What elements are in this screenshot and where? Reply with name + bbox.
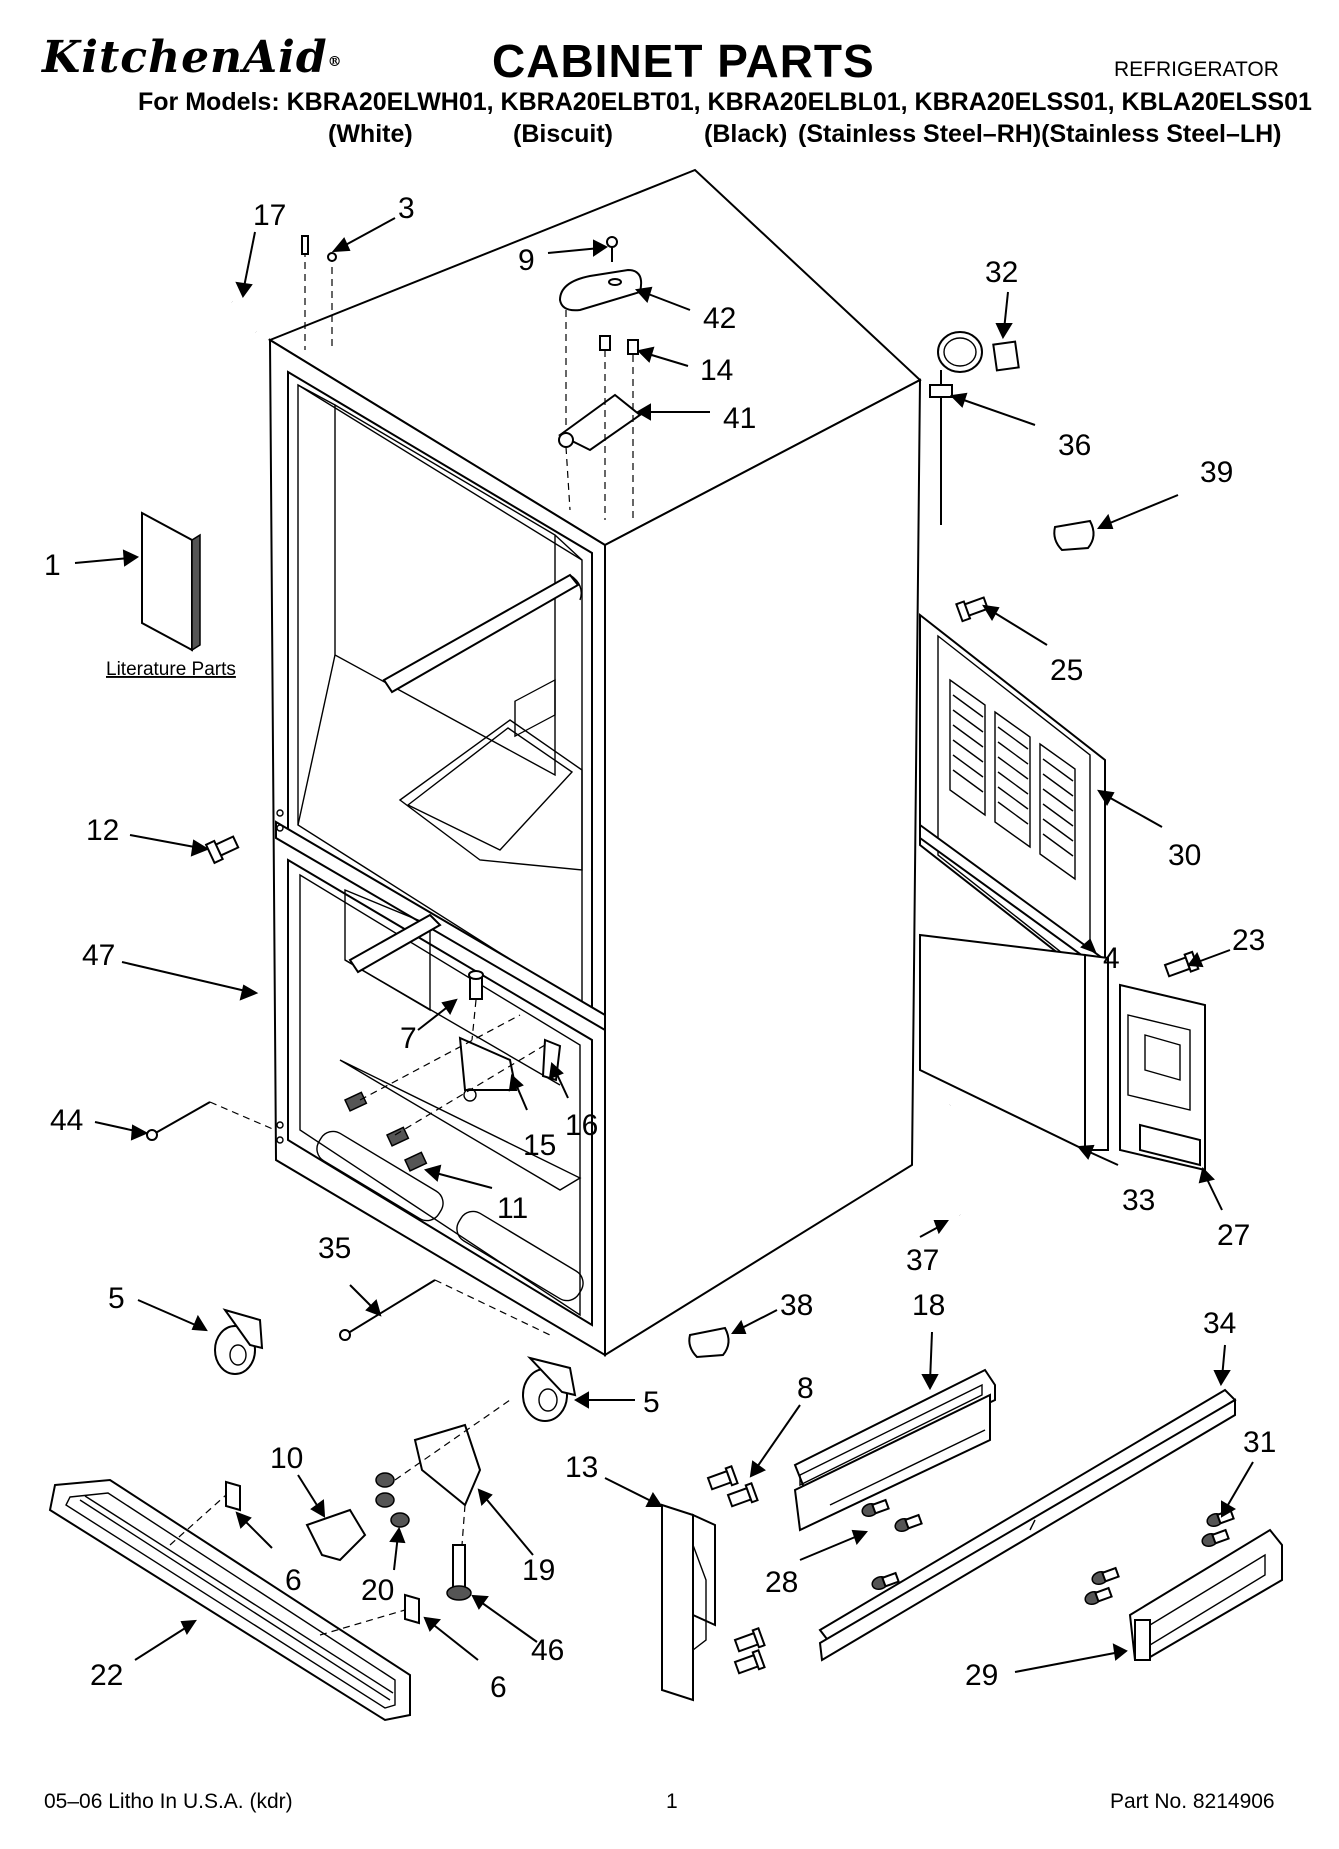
callout-14: 14 (700, 354, 733, 387)
callout-1: 1 (44, 549, 61, 582)
callout-36: 36 (1058, 429, 1091, 462)
litho-note: 05–06 Litho In U.S.A. (kdr) (44, 1790, 293, 1813)
finish-white: (White) (328, 120, 413, 148)
page-title: CABINET PARTS (492, 35, 875, 87)
callout-6: 6 (285, 1564, 302, 1597)
callout-39: 39 (1200, 456, 1233, 489)
callout-5-b: 5 (643, 1386, 660, 1419)
callout-44: 44 (50, 1104, 83, 1137)
callout-37: 37 (906, 1244, 939, 1277)
brand-logo: KitchenAid® (42, 32, 343, 83)
brand-name: KitchenAid (42, 32, 328, 83)
callout-33: 33 (1122, 1184, 1155, 1217)
callout-15: 15 (523, 1129, 556, 1162)
callout-27: 27 (1217, 1219, 1250, 1252)
callout-4: 4 (1103, 942, 1120, 975)
callout-41: 41 (723, 402, 756, 435)
callout-3: 3 (398, 192, 415, 225)
cabinet-body (267, 168, 922, 1357)
callout-16: 16 (565, 1109, 598, 1142)
literature-parts-label: Literature Parts (106, 659, 236, 680)
callout-29: 29 (965, 1659, 998, 1692)
callout-23: 23 (1232, 924, 1265, 957)
callout-31: 31 (1243, 1426, 1276, 1459)
callouts: 17 3 9 42 14 41 32 36 39 1 Literature Pa… (44, 192, 1276, 1704)
callout-13: 13 (565, 1451, 598, 1484)
models-line: For Models: KBRA20ELWH01, KBRA20ELBT01, … (138, 88, 1312, 116)
callout-22: 22 (90, 1659, 123, 1692)
finish-stainless: (Stainless Steel–RH)(Stainless Steel–LH) (798, 120, 1282, 148)
callout-17: 17 (253, 199, 286, 232)
callout-19: 19 (522, 1554, 555, 1587)
finish-biscuit: (Biscuit) (513, 120, 613, 148)
callout-9: 9 (518, 244, 535, 277)
brand-registered-mark: ® (327, 54, 343, 70)
callout-28: 28 (765, 1566, 798, 1599)
callout-8: 8 (797, 1372, 814, 1405)
part-number: Part No. 8214906 (1110, 1790, 1275, 1813)
callout-25: 25 (1050, 654, 1083, 687)
finish-black: (Black) (704, 120, 788, 148)
callout-20: 20 (361, 1574, 394, 1607)
callout-5: 5 (108, 1282, 125, 1315)
page-number: 1 (666, 1790, 678, 1813)
callout-46: 46 (531, 1634, 564, 1667)
callout-38: 38 (780, 1289, 813, 1322)
callout-30: 30 (1168, 839, 1201, 872)
callout-34: 34 (1203, 1307, 1236, 1340)
callout-7: 7 (400, 1022, 417, 1055)
callout-35: 35 (318, 1232, 351, 1265)
callout-11: 11 (497, 1192, 528, 1225)
leader-arrows (74, 217, 1254, 1673)
callout-47: 47 (82, 939, 115, 972)
callout-10: 10 (270, 1442, 303, 1475)
callout-18: 18 (912, 1289, 945, 1322)
callout-42: 42 (703, 302, 736, 335)
callout-12: 12 (86, 814, 119, 847)
callout-32: 32 (985, 256, 1018, 289)
appliance-category: REFRIGERATOR (1114, 58, 1279, 81)
callout-6-b: 6 (490, 1671, 507, 1704)
